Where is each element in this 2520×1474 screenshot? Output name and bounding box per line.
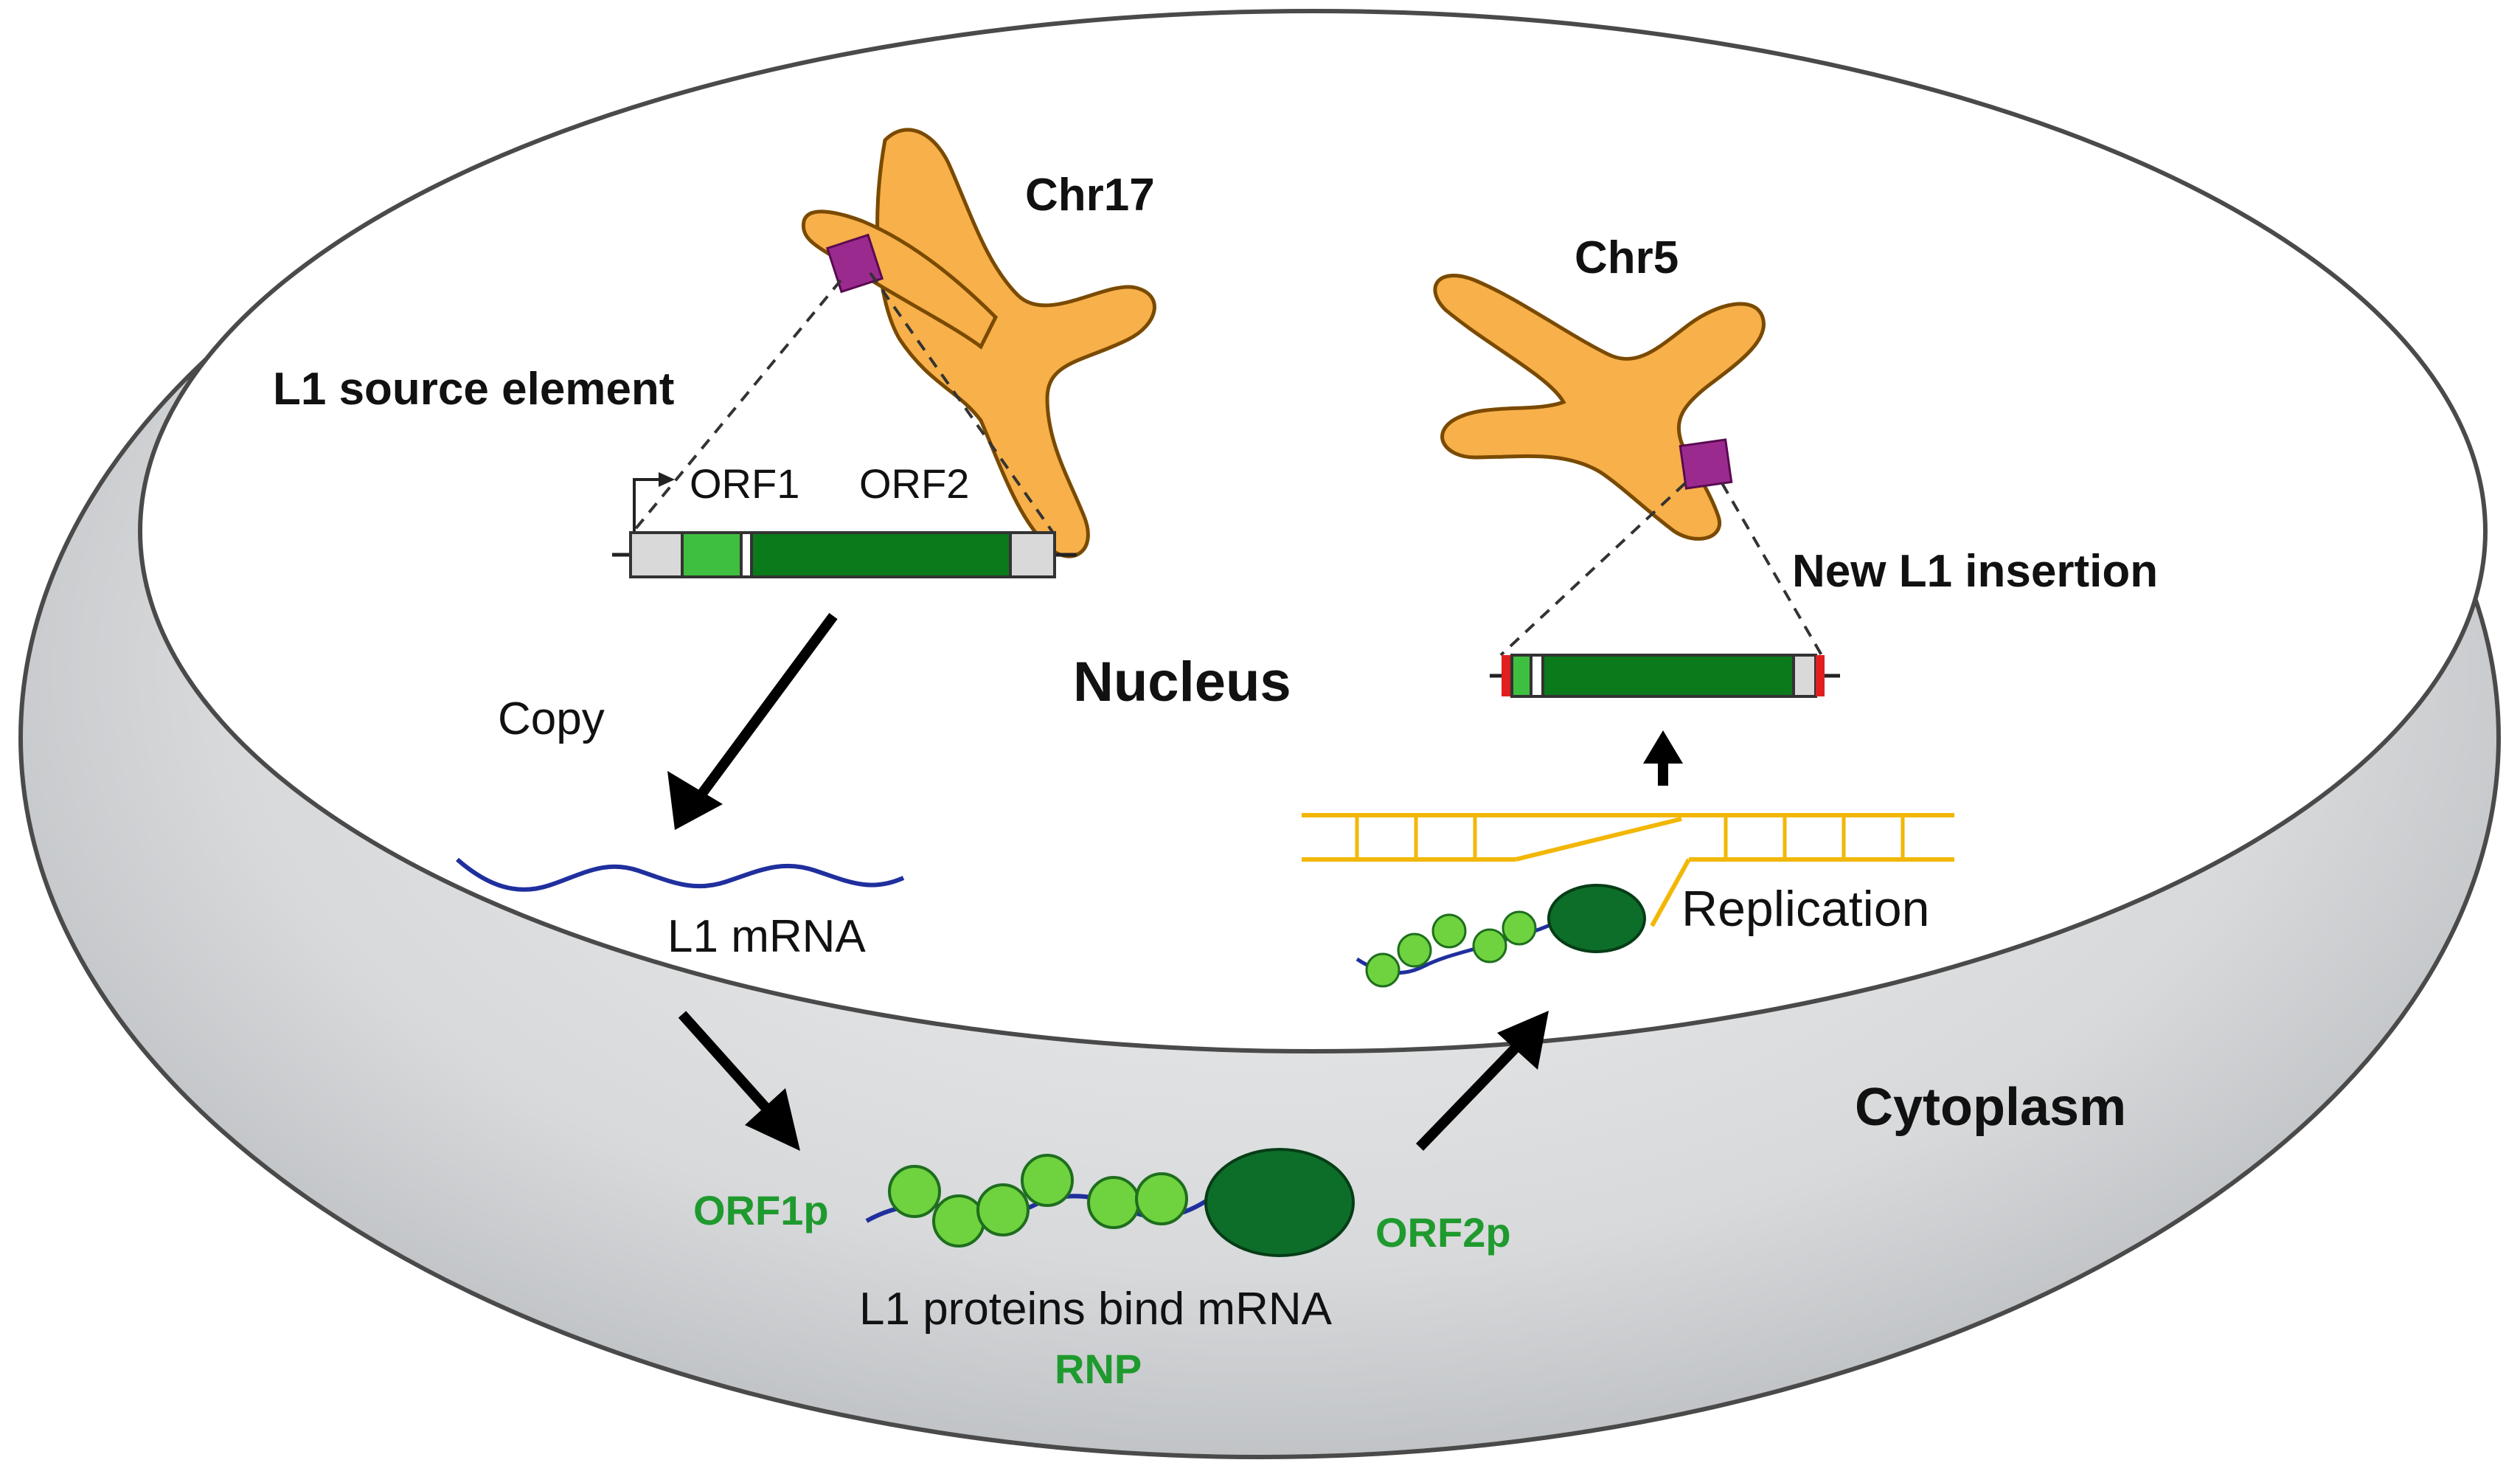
orf1p-trimer-6 [1135, 1172, 1188, 1225]
chromosome-5 [1433, 274, 1766, 541]
zoom-line-left-chr17 [629, 279, 842, 536]
orf1p-trimer-4 [1021, 1154, 1074, 1207]
l1-mrna-wave [456, 857, 905, 892]
chr5-arm-upper [1433, 274, 1766, 541]
import-arrow [1415, 1037, 1527, 1151]
source-orf1 [681, 531, 743, 578]
rnp-label: RNP [1055, 1346, 1142, 1392]
copy-arrow [693, 612, 838, 804]
chr5-label: Chr5 [1575, 232, 1679, 283]
nucleus-label: Nucleus [1073, 651, 1291, 713]
export-arrow [678, 1011, 782, 1125]
insertion-orf1 [1510, 654, 1533, 698]
nuclear-orf1p-2 [1397, 933, 1432, 968]
copy-label: Copy [498, 693, 605, 744]
replication-label: Replication [1681, 881, 1929, 937]
orf1p-label: ORF1p [693, 1187, 829, 1233]
l1-source-element-gene [612, 472, 1077, 578]
source-5utr [629, 531, 684, 578]
chromosome-17 [801, 128, 1156, 558]
rnp-cytoplasm [865, 1148, 1355, 1257]
copy-arrow-head [667, 771, 723, 830]
chr17-label: Chr17 [1025, 170, 1155, 221]
insertion-3utr [1792, 654, 1817, 698]
nuclear-orf2p [1547, 884, 1646, 953]
insertion-tsd-right [1816, 655, 1825, 696]
rnp-nucleus [1356, 884, 1646, 988]
promoter-arrow-head [659, 472, 675, 487]
new-insertion-label: New L1 insertion [1792, 546, 2158, 597]
promoter-arrow [633, 478, 660, 531]
dna-fork-strand [1515, 817, 1691, 927]
insertion-arrow-head [1643, 730, 1683, 764]
insertion-tsd-left [1502, 655, 1512, 696]
source-3utr [1009, 531, 1056, 578]
nuclear-orf1p-1 [1365, 952, 1400, 988]
export-arrow-head [745, 1088, 800, 1151]
chr17-l1-band [825, 233, 884, 294]
orf1-label: ORF1 [690, 460, 799, 507]
source-orf2 [750, 531, 1012, 578]
orf1p-trimer-1 [888, 1165, 941, 1218]
proteins-bind-label: L1 proteins bind mRNA [859, 1284, 1333, 1335]
nucleus-shape [138, 9, 2488, 1053]
new-l1-insertion-gene [1490, 654, 1840, 698]
dna-replication-ladder [1302, 813, 1954, 927]
zoom-line-right-chr5 [1721, 482, 1823, 657]
chr5-l1-band [1679, 438, 1733, 490]
mrna-label: L1 mRNA [667, 911, 866, 962]
nuclear-orf1p-5 [1502, 910, 1537, 946]
orf2-label: ORF2 [859, 460, 969, 507]
nuclear-orf1p-4 [1472, 928, 1507, 963]
nuclear-orf1p-3 [1431, 913, 1467, 949]
orf1p-trimer-2 [932, 1194, 985, 1248]
orf2p-protein [1204, 1148, 1355, 1257]
import-arrow-head [1497, 1011, 1549, 1070]
chr17-arm-long [875, 128, 1156, 558]
source-orf1-end [740, 531, 753, 578]
insertion-orf1-end [1530, 654, 1544, 698]
cytoplasm-label: Cytoplasm [1855, 1078, 2126, 1137]
source-element-label: L1 source element [273, 364, 674, 415]
orf1p-trimer-5 [1087, 1176, 1140, 1229]
orf1p-trimer-3 [976, 1183, 1030, 1236]
insertion-orf2 [1541, 654, 1795, 698]
orf2p-label: ORF2p [1375, 1209, 1511, 1256]
zoom-line-left-chr5 [1499, 482, 1687, 657]
